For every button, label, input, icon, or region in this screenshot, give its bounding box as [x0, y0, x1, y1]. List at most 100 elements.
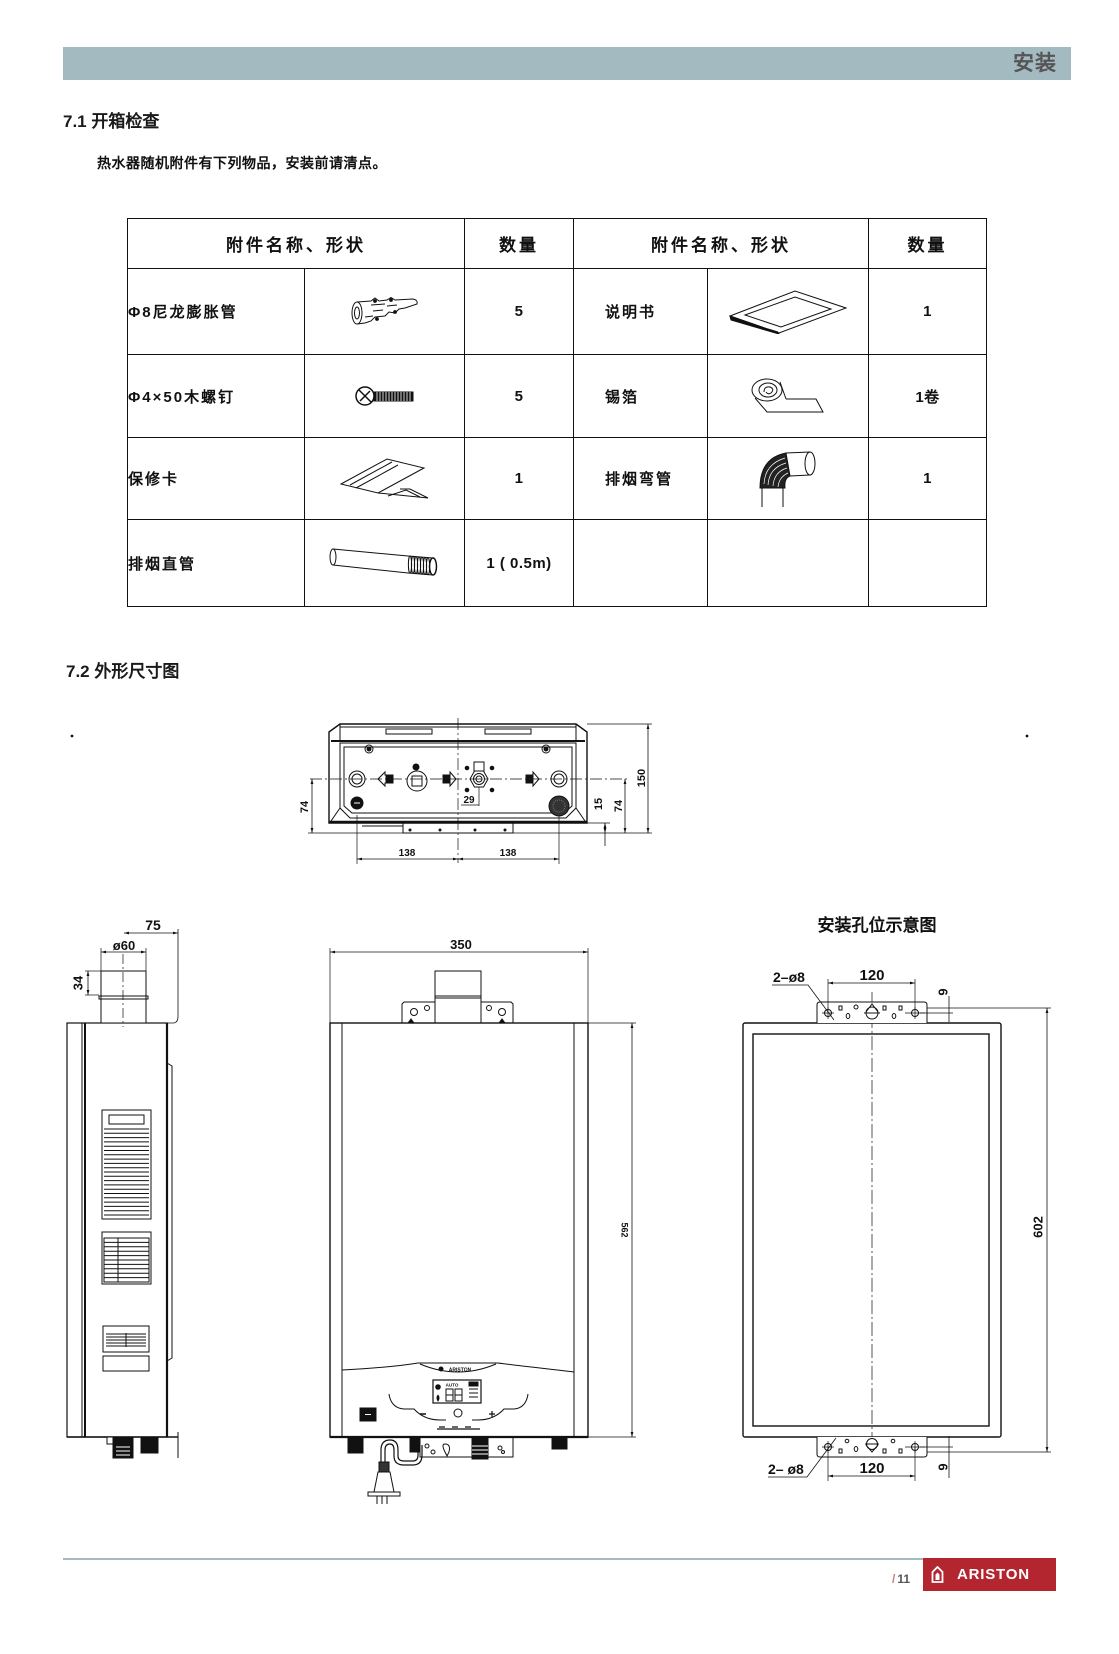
side-view-drawing: 75 ø60 34	[66, 917, 179, 1459]
dimension-arrowhead	[357, 857, 362, 861]
item-quantity: 1 ( 0.5m)	[464, 519, 574, 607]
dimension-label: 138	[500, 848, 517, 859]
page-number-prefix: /	[892, 1572, 896, 1586]
heater-body-front	[329, 1022, 589, 1438]
house-logo-icon	[931, 1566, 944, 1583]
hot-water-outlet	[550, 770, 568, 788]
flue-pipe	[434, 970, 482, 1024]
item-name: Φ8尼龙膨胀管	[127, 268, 305, 355]
item-image	[304, 268, 465, 355]
item-name: 排烟弯管	[573, 437, 708, 520]
rating-plate	[101, 1231, 152, 1285]
dimension-label: 138	[399, 848, 416, 859]
dimension-arrowhead	[630, 1432, 634, 1437]
item-image	[707, 437, 869, 520]
table-row: Φ8尼龙膨胀管 5 说明书 1	[127, 268, 987, 355]
hole-spec-label: 2– ø8	[768, 1461, 804, 1477]
dimension-arrowhead	[453, 857, 458, 861]
item-quantity: 1	[868, 437, 987, 520]
dimension-arrowhead	[623, 779, 627, 784]
item-image	[304, 437, 465, 520]
section-heading-dimensions: 7.2 外形尺寸图	[66, 662, 180, 681]
item-name-empty	[573, 519, 708, 607]
registration-dot	[70, 734, 74, 738]
dimension-arrowhead	[101, 950, 106, 954]
dimension-label: 350	[450, 937, 472, 952]
top-slot	[385, 728, 433, 735]
item-name: 保修卡	[127, 437, 305, 520]
accessories-table: 附件名称、形状 数量 附件名称、形状 数量 Φ8尼龙膨胀管 5 说明书 1	[127, 218, 987, 607]
brand-name: ARISTON	[957, 1566, 1030, 1583]
dimension-label: 74	[613, 799, 625, 812]
item-image	[707, 268, 869, 355]
cold-water-inlet	[348, 770, 366, 788]
dimension-arrowhead	[554, 857, 559, 861]
bottom-view-drawing: 74 15 74 150 138 138 29	[299, 718, 652, 864]
dimension-label: 29	[463, 795, 475, 806]
column-header-name: 附件名称、形状	[573, 218, 869, 269]
panel-brand-label: ARISTON	[449, 1368, 472, 1374]
manual-icon	[729, 289, 847, 334]
hole-spec-label: 2–ø8	[773, 969, 805, 985]
column-header-quantity: 数量	[464, 218, 574, 269]
item-quantity: 5	[464, 268, 574, 355]
dimension-drawings: 74 15 74 150 138 138 29 75	[66, 718, 1051, 1504]
dimension-arrowhead	[141, 950, 146, 954]
dimension-arrowhead	[458, 857, 463, 861]
item-quantity: 5	[464, 354, 574, 438]
dimension-label: 602	[1030, 1216, 1045, 1238]
dimension-arrowhead	[1045, 1447, 1049, 1452]
pipe-fittings	[106, 1436, 159, 1459]
top-slot	[484, 728, 532, 735]
dimension-arrowhead	[1045, 1008, 1049, 1013]
power-cable-gland	[548, 795, 570, 817]
table-row: 排烟直管 1 ( 0.5m)	[127, 519, 987, 607]
lcd-display	[432, 1379, 482, 1404]
dimension-arrowhead	[583, 950, 588, 954]
wall-plug-icon	[351, 296, 418, 324]
screw-icon	[541, 744, 551, 754]
dimension-label: 120	[859, 967, 884, 984]
screw-icon	[364, 744, 374, 754]
dimension-arrowhead	[910, 981, 915, 985]
table-row: 保修卡 1 排烟弯管 1	[127, 437, 987, 520]
dimension-label: ø60	[113, 938, 135, 953]
registration-dot	[1025, 734, 1029, 738]
dimension-arrowhead	[310, 828, 314, 833]
item-quantity-empty	[868, 519, 987, 607]
table-row: Φ4×50木螺钉 5 锡箔 1卷	[127, 354, 987, 438]
dimension-arrowhead	[173, 931, 178, 935]
control-panel: ARISTON AUTO	[341, 1362, 575, 1430]
header-title: 安装	[1013, 52, 1057, 75]
dimension-label: 150	[636, 769, 648, 787]
dimension-arrowhead	[310, 779, 314, 784]
diagram-title: 安装孔位示意图	[818, 915, 937, 935]
page-number-value: 11	[897, 1572, 911, 1586]
item-image	[707, 354, 869, 438]
front-view-drawing: 350 562 ARISTON AUTO	[329, 937, 636, 1504]
flue-elbow-icon	[759, 451, 816, 507]
dimension-arrowhead	[646, 828, 650, 833]
dimension-arrowhead	[910, 1474, 915, 1478]
item-quantity: 1	[868, 268, 987, 355]
dimension-label: 562	[620, 1222, 630, 1237]
dimension-arrowhead	[86, 990, 90, 995]
drain-valve	[406, 763, 428, 792]
power-plug-icon	[367, 1439, 423, 1504]
dimension-label: 6	[936, 988, 951, 995]
bottom-bracket	[816, 1437, 928, 1458]
flue-pipe-icon	[329, 548, 437, 576]
dimension-arrowhead	[828, 981, 833, 985]
dimension-arrowhead	[828, 1474, 833, 1478]
dimension-arrowhead	[630, 1023, 634, 1028]
label-panel	[102, 1325, 150, 1372]
item-name: Φ4×50木螺钉	[127, 354, 305, 438]
dimension-arrowhead	[86, 971, 90, 976]
mounting-hole-diagram: 安装孔位示意图 2–ø8 120 6 602	[742, 915, 1051, 1481]
dimension-label: 75	[145, 917, 161, 933]
flue-pipe	[98, 970, 149, 1024]
item-name: 说明书	[573, 268, 708, 355]
air-vent-grille	[101, 1109, 152, 1220]
dimension-label: 15	[593, 798, 605, 810]
dimension-arrowhead	[646, 724, 650, 729]
